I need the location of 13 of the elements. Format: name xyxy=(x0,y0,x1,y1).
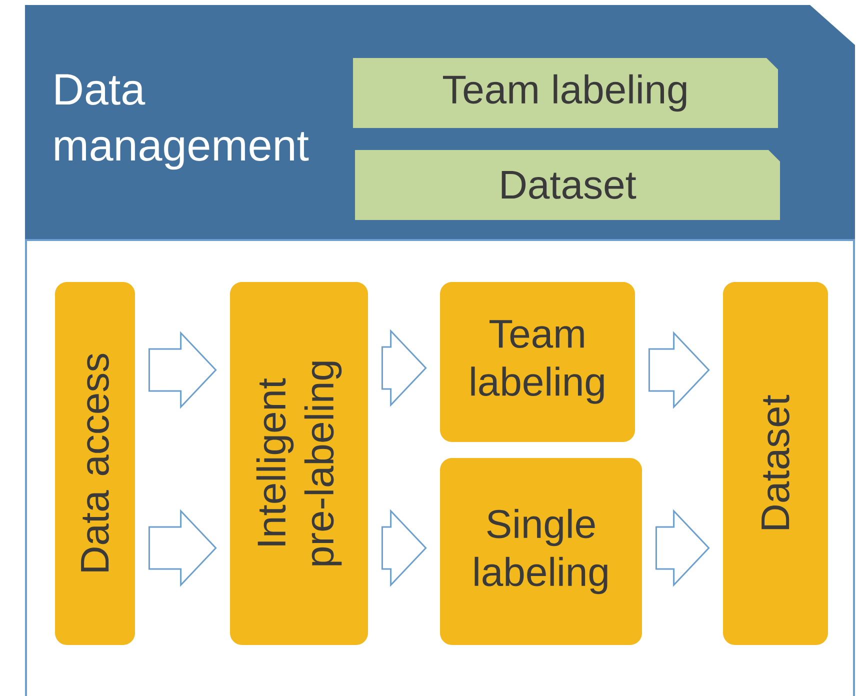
block-arrow xyxy=(381,509,427,587)
process-box: Team labeling xyxy=(440,282,635,442)
process-box: Dataset xyxy=(723,282,828,645)
label-box: Team labeling xyxy=(353,58,778,128)
block-arrow xyxy=(655,509,710,587)
block-arrow xyxy=(148,509,217,587)
process-box: Single labeling xyxy=(440,458,642,645)
block-arrow xyxy=(648,331,710,409)
process-box: Intelligent pre-labeling xyxy=(230,282,368,645)
block-arrow xyxy=(148,331,217,409)
process-box: Data access xyxy=(55,282,135,645)
block-arrow xyxy=(381,329,427,407)
label-box: Dataset xyxy=(355,150,780,220)
